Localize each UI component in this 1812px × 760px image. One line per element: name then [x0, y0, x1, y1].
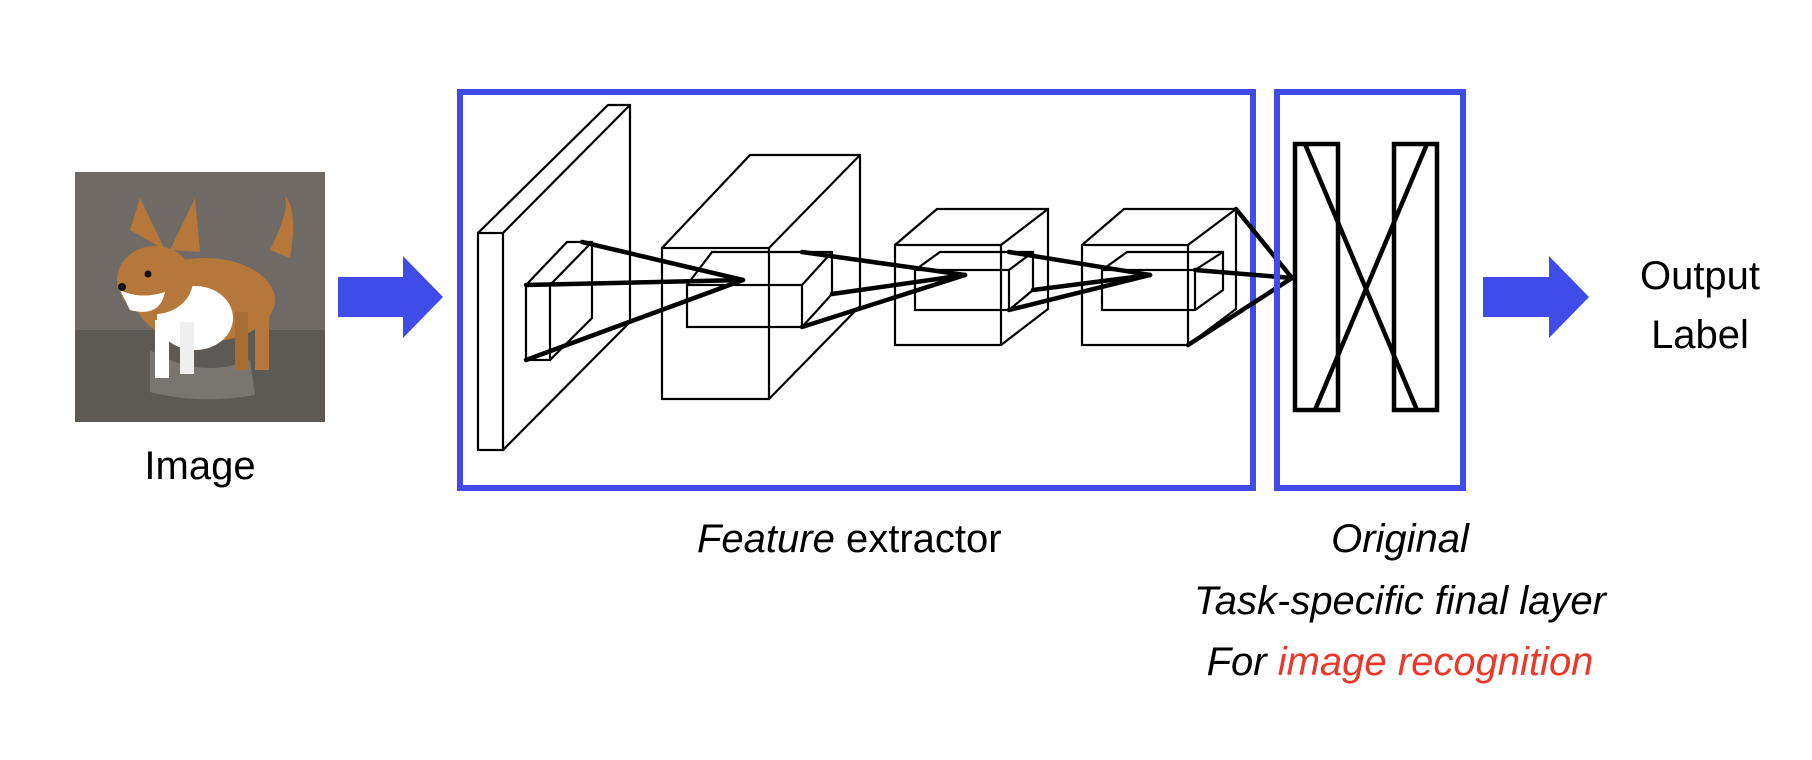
- conv-layer-4: [1080, 207, 1238, 347]
- final-layer-label-line3: For image recognition: [1150, 638, 1650, 686]
- fully-connected-layers: [1292, 141, 1440, 413]
- output-label-line1: Output: [1639, 254, 1761, 298]
- conv-layer-2: [660, 153, 862, 401]
- conv-layer-1: [476, 103, 632, 452]
- output-label-line2: Label: [1651, 313, 1749, 357]
- image-recognition-highlight: image recognition: [1277, 640, 1594, 684]
- projection-lines: [523, 206, 1295, 363]
- feature-extractor-label-italic: Feature: [697, 517, 835, 561]
- conv-layer-3: [893, 207, 1050, 347]
- final-layer-box: [1274, 89, 1466, 491]
- input-image: [75, 172, 325, 422]
- kernel-2: [685, 250, 834, 329]
- final-layer-label-line2: Task-specific final layer: [1193, 579, 1606, 623]
- feature-extractor-label-rest: extractor: [834, 517, 1002, 561]
- input-arrow: [338, 256, 443, 338]
- final-layer-label-line1: Original: [1331, 517, 1469, 561]
- feature-extractor-box: [457, 89, 1256, 491]
- image-label: Image: [144, 444, 256, 488]
- output-arrow: [1483, 256, 1589, 338]
- kernel-1: [524, 240, 594, 362]
- feature-extractor-label: Feature extractor: [697, 515, 1002, 563]
- kernel-4: [1100, 250, 1225, 312]
- final-layer-label-prefix: For: [1206, 640, 1278, 684]
